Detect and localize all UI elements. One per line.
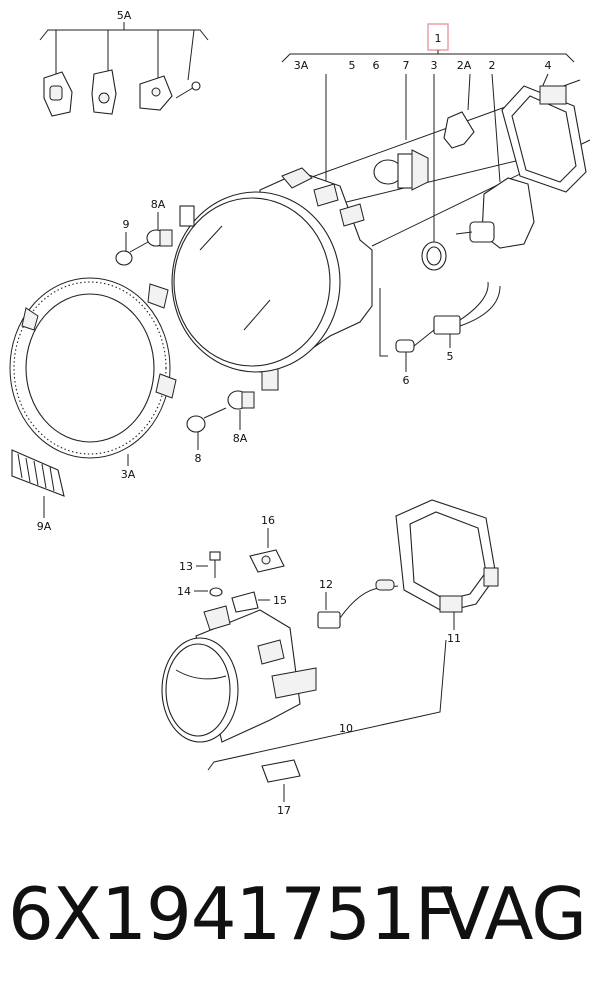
- bulb-part-6: [395, 329, 435, 353]
- callout-9a: 9A: [37, 520, 52, 533]
- reflector-part-2: [455, 177, 535, 249]
- screw-part-5a: [175, 81, 201, 99]
- callout-16: 16: [261, 514, 275, 527]
- footer: 6X1941751F VAG: [0, 858, 600, 978]
- callout-8: 8: [195, 452, 202, 465]
- callout-8a-top: 8A: [151, 198, 166, 211]
- callout-13: 13: [179, 560, 193, 573]
- callout-2: 2: [489, 59, 496, 72]
- callout-10: 10: [339, 722, 353, 735]
- ring-part-3: [421, 241, 447, 271]
- screw-part-13: [209, 551, 221, 578]
- callout-5a: 5A: [117, 9, 132, 22]
- clip-part-5a-2: [91, 69, 117, 115]
- callout-5: 5: [447, 350, 454, 363]
- connector-part-12: [317, 579, 399, 629]
- screw-part-9: [115, 241, 149, 266]
- callout-5-top: 5: [349, 59, 356, 72]
- trim-ring-part-3a: [9, 277, 177, 459]
- clip-part-17: [261, 759, 301, 783]
- callout-12: 12: [319, 578, 333, 591]
- group-5a-bracket: [39, 22, 209, 81]
- callout-8a-bottom: 8A: [233, 432, 248, 445]
- bulb-part-7: [373, 149, 429, 191]
- clip-part-8a-bottom: [227, 390, 255, 410]
- clip-part-8a-top: [146, 205, 195, 247]
- headlamp-housing: [171, 167, 373, 391]
- grille-part-9a: [11, 449, 65, 497]
- connector-part-5: [433, 281, 501, 335]
- callout-14: 14: [177, 585, 191, 598]
- callout-3a-top: 3A: [294, 59, 309, 72]
- callout-4: 4: [545, 59, 552, 72]
- callout-11: 11: [447, 632, 461, 645]
- group-10-bracket: [207, 639, 447, 771]
- fog-lamp-housing-part-10: [161, 605, 317, 743]
- screw-part-8: [186, 407, 227, 433]
- bracket-part-2a: [443, 111, 475, 149]
- callout-6: 6: [403, 374, 410, 387]
- brand-name: VAG: [440, 872, 587, 956]
- holder-part-11: [395, 499, 499, 613]
- exploded-parts-diagram: 5A 1 3A 5 6 7 3 2A 2 4: [9, 9, 591, 817]
- callout-7: 7: [403, 59, 410, 72]
- callout-17: 17: [277, 804, 291, 817]
- callout-15: 15: [273, 594, 287, 607]
- clip-part-5a-3: [139, 75, 173, 111]
- callout-2a: 2A: [457, 59, 472, 72]
- group-1-bracket: [281, 50, 575, 63]
- clip-part-15: [231, 591, 259, 613]
- callout-6-top: 6: [373, 59, 380, 72]
- clip-part-5a-1: [43, 71, 73, 117]
- callout-3a-bottom: 3A: [121, 468, 136, 481]
- washer-part-14: [209, 587, 223, 597]
- part-number: 6X1941751F: [8, 872, 456, 956]
- callout-3: 3: [431, 59, 438, 72]
- callout-1: 1: [435, 32, 442, 45]
- clip-part-16: [249, 549, 285, 573]
- callout-9: 9: [123, 218, 130, 231]
- cap-part-4: [501, 85, 587, 193]
